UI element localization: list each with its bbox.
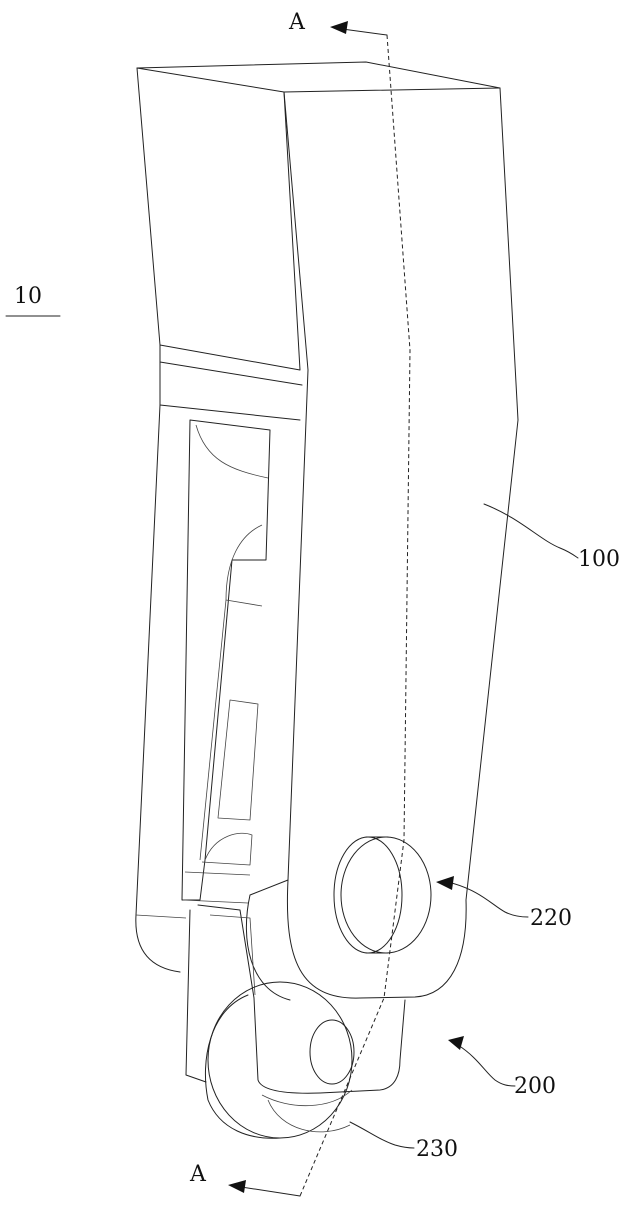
section-arrow-top-icon xyxy=(330,21,348,34)
callout-label-body: 100 xyxy=(578,547,620,572)
leader-line-220 xyxy=(447,881,529,918)
main-body xyxy=(135,61,519,1001)
section-line xyxy=(234,27,411,1197)
section-label-top: A xyxy=(288,10,306,35)
leader-line-200 xyxy=(457,1044,516,1087)
pin-220 xyxy=(333,836,432,954)
section-label-bottom: A xyxy=(189,1162,207,1187)
section-arrow-bottom-icon xyxy=(228,1180,246,1193)
inner-cavity xyxy=(181,419,271,904)
wheel-assembly-200 xyxy=(185,904,406,1139)
leader-arrow-200-icon xyxy=(448,1036,464,1050)
callout-label-pin: 220 xyxy=(530,906,572,931)
leader-line-230 xyxy=(349,1121,415,1149)
callout-label-wheel: 230 xyxy=(416,1137,458,1162)
leader-arrow-220-icon xyxy=(436,876,454,890)
leader-line-100 xyxy=(483,503,579,559)
assembly-label: 10 xyxy=(14,284,42,309)
callout-label-wheel-assembly: 200 xyxy=(514,1074,556,1099)
